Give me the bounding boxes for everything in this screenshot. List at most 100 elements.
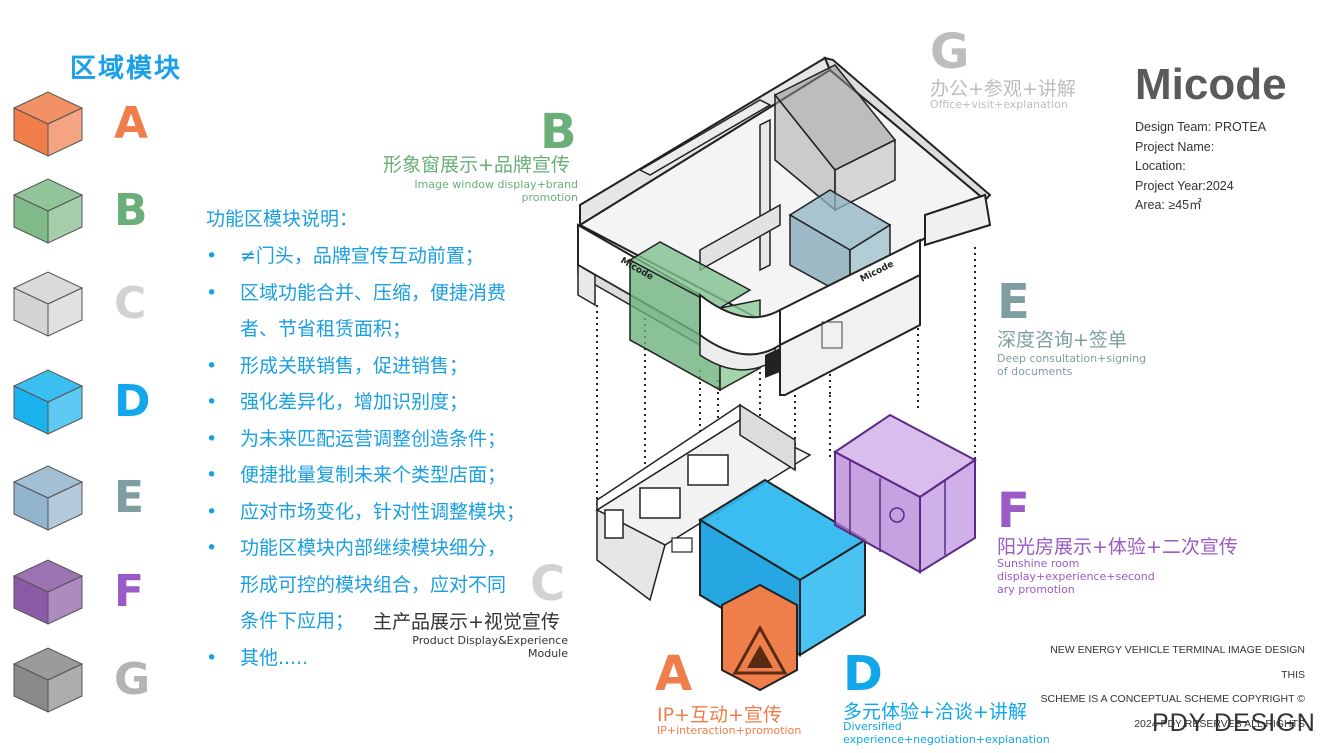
pdy-design-logo: PDY DESIGN [1152,709,1316,737]
bullet-icon: • [206,464,218,486]
zone-en-line: Module [528,647,568,660]
function-item-text: 应对市场变化，针对性调整模块； [240,500,526,523]
legend-cube-f [12,559,84,625]
function-item-text: 便捷批量复制未来个类型店面； [240,464,507,486]
project-name: Project Name: [1135,139,1215,154]
bullet-icon: • [206,391,218,413]
legend-letter-b: B [114,185,148,236]
legend-cube-b [12,178,84,244]
zone-d-letter: D [843,646,883,702]
zone-c-letter: C [530,556,566,612]
function-item: • 便捷批量复制未来个类型店面； [206,457,525,494]
project-area: Area: ≥45㎡ [1135,198,1202,212]
project-location: Location: [1135,159,1186,173]
copyright-line: 2024 PDY RESERVES ALL RIGHTS [1134,717,1305,730]
zone-en-line: Image window display+brand [414,178,578,191]
legend-cube-c [12,271,84,337]
zone-a-title: IP+互动+宣传 [657,704,782,726]
function-item: • 为未来匹配运营调整创造条件； [206,421,525,458]
zone-g-letter: G [930,24,970,80]
function-item-text: 功能区模块内部继续模块细分， [240,537,507,559]
function-item-text: 形成可控的模块组合，应对不同 [240,573,507,596]
bullet-icon: • [206,427,218,450]
function-item: • 功能区模块内部继续模块细分， 形成可控的模块组合，应对不同条件下应用； [206,530,525,640]
function-item: • 应对市场变化，针对性调整模块； [206,494,525,531]
legend-cube-a [12,91,84,157]
zone-e-title: 深度咨询+签单 [997,329,1127,351]
legend-cube-g [12,647,84,713]
zone-c-block [595,403,812,602]
function-item-text: 形成关联销售，促进销售； [240,354,469,377]
project-year: Project Year:2024 [1135,178,1234,193]
copyright-line: NEW ENERGY VEHICLE TERMINAL IMAGE DESIGN… [1050,644,1305,681]
zone-en-line: promotion [521,191,578,204]
function-item-text: 区域功能合并、压缩，便捷消费 [240,281,507,304]
zone-f-letter: F [997,483,1030,539]
legend-letter-d: D [114,376,151,427]
projection-lines [596,247,976,560]
function-item: • ≠门头，品牌宣传互动前置； [206,238,525,275]
function-item: • 区域功能合并、压缩，便捷消费者、节省租赁面积； [206,275,525,348]
zone-en-line: display+experience+second [997,570,1155,583]
zone-a-block [721,583,798,692]
function-item-text: 为未来匹配运营调整创造条件； [240,427,507,450]
legend-letter-e: E [114,472,145,523]
zone-a-subtitle: IP+interaction+promotion [657,724,801,737]
zone-en-line: of documents [997,365,1073,378]
bullet-icon: • [206,245,218,267]
zone-b-letter: B [540,104,577,160]
function-item: • 其他..... [206,640,525,677]
function-list: • ≠门头，品牌宣传互动前置； • 区域功能合并、压缩，便捷消费者、节省租赁面积； • 形… [206,238,525,676]
function-item-text: 条件下应用； [240,610,355,632]
legend-cube-d [12,369,84,435]
zone-en-line: Office+visit+explanation [930,98,1068,111]
zone-c-title: 主产品展示+视觉宣传 [373,611,560,633]
bullet-icon: • [206,646,218,669]
upper-store-shell: Micode Micode [577,56,992,396]
copyright-line: SCHEME IS A CONCEPTUAL SCHEME COPYRIGHT … [1040,693,1305,705]
legend-letter-c: C [114,278,147,329]
legend-title: 区域模块 [70,54,183,84]
function-item-text: 强化差异化，增加识别度； [240,391,469,413]
bullet-icon: • [206,354,218,377]
bullet-icon: • [206,500,218,523]
function-title: 功能区模块说明： [206,208,359,230]
copyright-notice: NEW ENERGY VEHICLE TERMINAL IMAGE DESIGN… [1040,638,1305,736]
zone-b-title: 形象窗展示+品牌宣传 [383,154,570,176]
triangle-logo-icon [732,624,788,675]
bullet-icon: • [206,537,218,559]
brand-name: Micode [1135,60,1287,109]
zone-e-letter: E [997,274,1030,330]
legend-letter-g: G [114,654,151,705]
function-item: • 强化差异化，增加识别度； [206,384,525,421]
zone-en-line: Deep consultation+signing [997,352,1147,365]
zone-g-title: 办公+参观+讲解 [930,78,1076,100]
legend-cube-e [12,465,84,531]
zone-en-line: Product Display&Experience [412,634,568,647]
function-item-text: 者、节省租赁面积； [240,318,412,340]
bullet-icon: • [206,281,218,304]
zone-f-block [833,413,977,574]
project-team: Design Team: PROTEA [1135,120,1267,134]
zone-en-line: Sunshine room [997,557,1080,570]
zone-a-letter: A [655,646,693,702]
legend-letter-a: A [114,98,149,149]
zone-d-title: 多元体验+洽谈+讲解 [843,701,1027,723]
function-item-text: ≠门头，品牌宣传互动前置； [240,245,484,267]
zone-f-title: 阳光房展示+体验+二次宣传 [997,536,1238,558]
zone-g-subtitle: Office+visit+explanation [930,98,1068,111]
function-item: • 形成关联销售，促进销售； [206,348,525,385]
function-item-text: 其他..... [240,646,309,669]
legend-letter-f: F [114,566,145,617]
zone-en-line: IP+interaction+promotion [657,724,802,737]
project-info: Design Team: PROTEA Project Name: Locati… [1135,118,1266,216]
zone-en-line: ary promotion [997,583,1075,596]
zone-en-line: experience+negotiation+explanation [843,733,1050,746]
zone-en-line: Diversified [843,720,902,733]
